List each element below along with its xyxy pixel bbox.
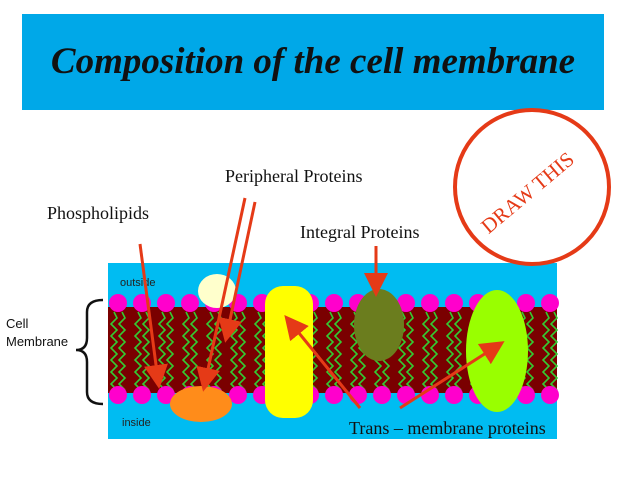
phospholipid-head [421,294,439,312]
lipid-tail [213,311,223,391]
lipid-tail [541,311,551,391]
lipid-tail [453,311,463,391]
lipid-tail [349,311,359,391]
lipid-tail [253,311,263,391]
lipid-tail [429,311,439,391]
phospholipid-head [397,294,415,312]
lipid-tail [117,311,127,391]
lipid-tail [325,311,335,391]
lipid-tail [549,311,559,391]
phospholipid-head [349,386,367,404]
title-bar: Composition of the cell membrane [22,14,604,110]
lipid-tail [445,311,455,391]
integral-proteins-label: Integral Proteins [300,222,419,242]
phospholipids-label: Phospholipids [47,203,149,223]
lipid-tail [189,311,199,391]
phospholipid-head [517,294,535,312]
transmembrane-arrow-green [399,341,505,410]
phospholipid-head [133,386,151,404]
transmembrane-protein-yellow [265,286,313,418]
lipid-tail [165,311,175,391]
pointer-arrows [138,197,505,410]
phospholipid-head [397,386,415,404]
lipid-tail [405,311,415,391]
integral-protein-olive [354,289,404,361]
phospholipid-head [445,386,463,404]
peripheral-arrow-left [196,197,247,392]
lipid-tail [333,311,343,391]
phospholipid-head [541,386,559,404]
inside-label: inside [122,417,151,429]
lipid-tail [421,311,431,391]
phospholipid-head [109,386,127,404]
phospholipid-head [229,386,247,404]
peripheral-protein-top [198,274,236,308]
transmembrane-protein-green [466,290,528,412]
phospholipid-head [157,386,175,404]
phospholipid-head [181,294,199,312]
phospholipid-head [157,294,175,312]
phospholipid-head [325,386,343,404]
lipid-tail [109,311,119,391]
peripheral-arrow-right [218,201,257,343]
cell-membrane-label-line2: Membrane [6,334,68,349]
outside-label: outside [120,277,155,289]
draw-this-text: DRAW THIS [476,147,578,238]
transmembrane-arrow-yellow [284,315,362,409]
peripheral-protein-bottom [170,386,232,422]
cell-membrane-label-line1: Cell [6,316,29,331]
lipid-tail [133,311,143,391]
trans-membrane-proteins-label: Trans – membrane proteins [349,418,546,438]
cell-membrane-brace [75,298,104,406]
draw-this-stamp: DRAW THIS [453,108,611,266]
phospholipid-head [373,386,391,404]
lipid-tail [525,311,535,391]
phospholipid-head [541,294,559,312]
phospholipid-head [109,294,127,312]
phospholipid-head [325,294,343,312]
lipid-tail [181,311,191,391]
slide-title: Composition of the cell membrane [50,41,576,82]
peripheral-proteins-label: Peripheral Proteins [225,166,362,186]
phospholipid-head [517,386,535,404]
phospholipid-head [445,294,463,312]
phospholipids-arrow [138,243,168,389]
